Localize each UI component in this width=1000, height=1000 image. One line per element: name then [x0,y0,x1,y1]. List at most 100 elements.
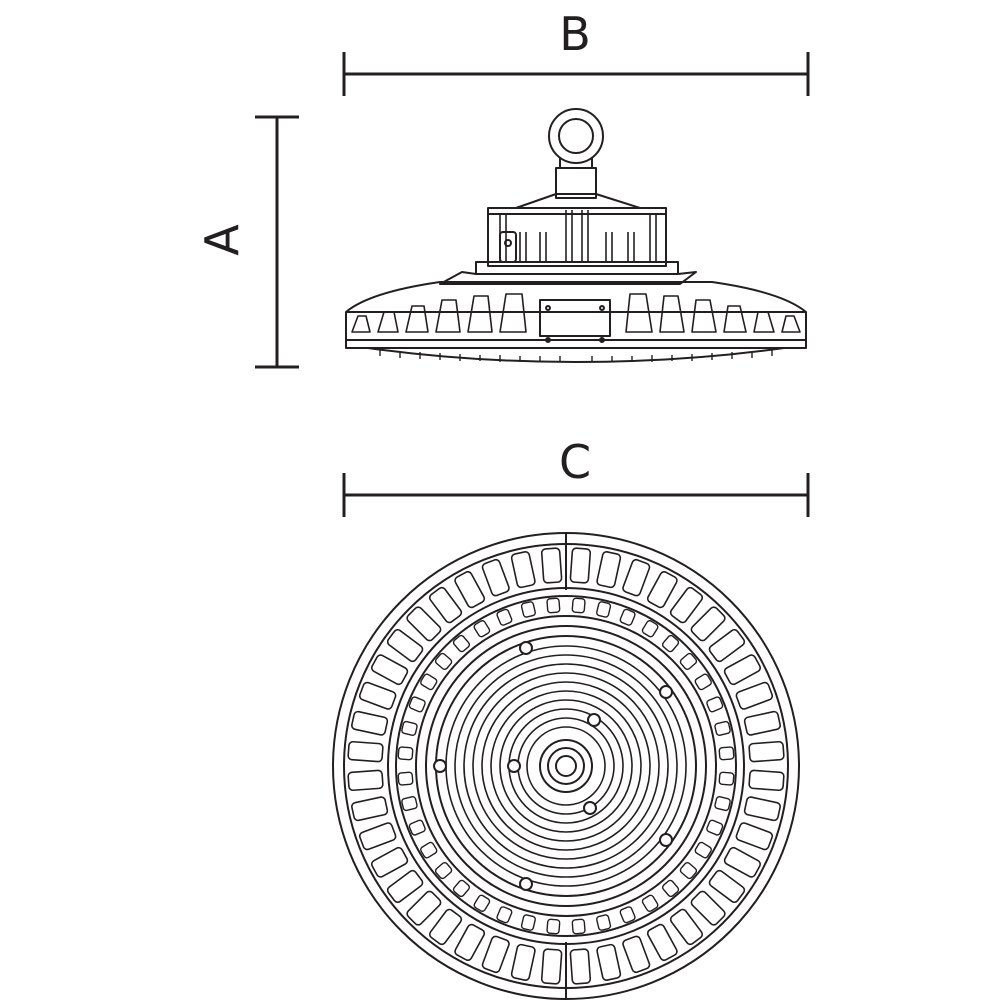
driver-fins [499,210,657,262]
fin-block-inner [420,841,438,859]
fin-blocks-inner [397,597,735,935]
fin-ring-outer [343,543,789,989]
lens-ring [481,681,651,851]
driver-shoulder [515,193,641,209]
fin-block-outer [690,606,726,642]
dimension-a-label: A [195,224,249,256]
lens-screw [519,641,533,655]
fin-block-inner [473,620,491,638]
fin-block-outer [708,628,746,663]
lens-ring [517,717,615,815]
fin-block-inner [596,914,612,931]
fin-block-inner [718,746,735,761]
lens-ring [508,708,624,824]
lens-ring [472,672,660,860]
lens-bottom [367,347,785,363]
lens-screw [433,759,447,773]
dimension-c-label: C [559,435,591,489]
fin-block-inner [397,746,414,761]
fin-block-inner [546,918,561,935]
fin-block-inner [706,696,724,713]
fin-block-outer [481,558,510,597]
fin-block-outer [358,822,397,851]
fin-block-inner [619,906,636,924]
fin-block-inner [496,608,513,626]
lens-screw [587,713,601,727]
fin-block-inner [520,601,536,618]
fin-block-outer [351,796,389,822]
fin-block-outer [454,570,486,609]
fin-block-outer [735,822,774,851]
lens-hub-outer [539,739,593,793]
lens-outer [435,635,697,897]
dimension-b [342,52,810,96]
dimension-c [342,473,810,517]
fin-block-outer [569,948,592,985]
fin-block-inner [546,597,561,614]
fin-block-inner [452,634,471,653]
fin-block-outer [351,710,389,736]
cable-gland-hole [504,239,512,247]
fin-block-inner [496,906,513,924]
fin-block-outer [743,796,781,822]
fin-block-outer [370,846,409,878]
fin-block-outer [748,740,785,763]
heatsink-top-curve [345,281,807,313]
dimension-a [255,115,299,369]
fin-block-outer [428,586,463,624]
fin-block-outer [596,551,622,589]
dimension-b-label: B [559,7,591,61]
fin-block-inner [571,918,586,935]
driver-housing [487,207,667,267]
fin-block-outer [622,558,651,597]
fin-block-inner [714,796,731,812]
fin-block-inner [679,861,698,880]
fin-block-inner [694,673,712,691]
fin-block-outer [510,943,536,981]
fin-block-outer [748,769,785,792]
fin-block-inner [641,894,659,912]
side-view [345,108,807,363]
base-rim [345,339,807,349]
fin-block-inner [571,597,586,614]
lens-screw [583,801,597,815]
lens-screw [507,759,521,773]
upper-flare [439,271,697,285]
lens-ring [490,690,642,842]
fin-block-inner [520,914,536,931]
fin-block-inner [661,879,680,898]
fin-block-outer [510,551,536,589]
fin-block-outer [386,869,424,904]
bezel-outer [415,615,717,917]
fin-block-inner [408,819,426,836]
lens-screw [659,833,673,847]
lens-ridges [379,350,773,362]
fin-block-inner [596,601,612,618]
fin-block-outer [540,547,563,584]
fin-block-inner [641,620,659,638]
fin-block-inner [473,894,491,912]
bottom-view [332,532,800,1000]
lens-rings [445,645,687,887]
lens-hub-mid [547,747,585,785]
base-screw-right [599,337,605,343]
heatsink-fins [351,293,801,333]
eye-bolt-ring-outer [548,108,604,164]
fin-block-outer [454,923,486,962]
lens-screws [433,641,673,891]
fin-blocks-outer [347,547,785,985]
eye-bolt-stem [555,167,597,199]
fin-block-outer [406,606,442,642]
fin-block-outer [723,846,762,878]
fin-block-inner [661,634,680,653]
fin-block-outer [669,908,704,946]
fin-block-inner [434,861,453,880]
fin-block-outer [622,935,651,974]
fin-block-outer [540,948,563,985]
fin-block-inner [401,796,418,812]
center-bracket [539,299,611,337]
fin-block-outer [596,943,622,981]
fin-block-inner [706,819,724,836]
outer-rim [332,532,800,1000]
mid-ring [395,595,737,937]
